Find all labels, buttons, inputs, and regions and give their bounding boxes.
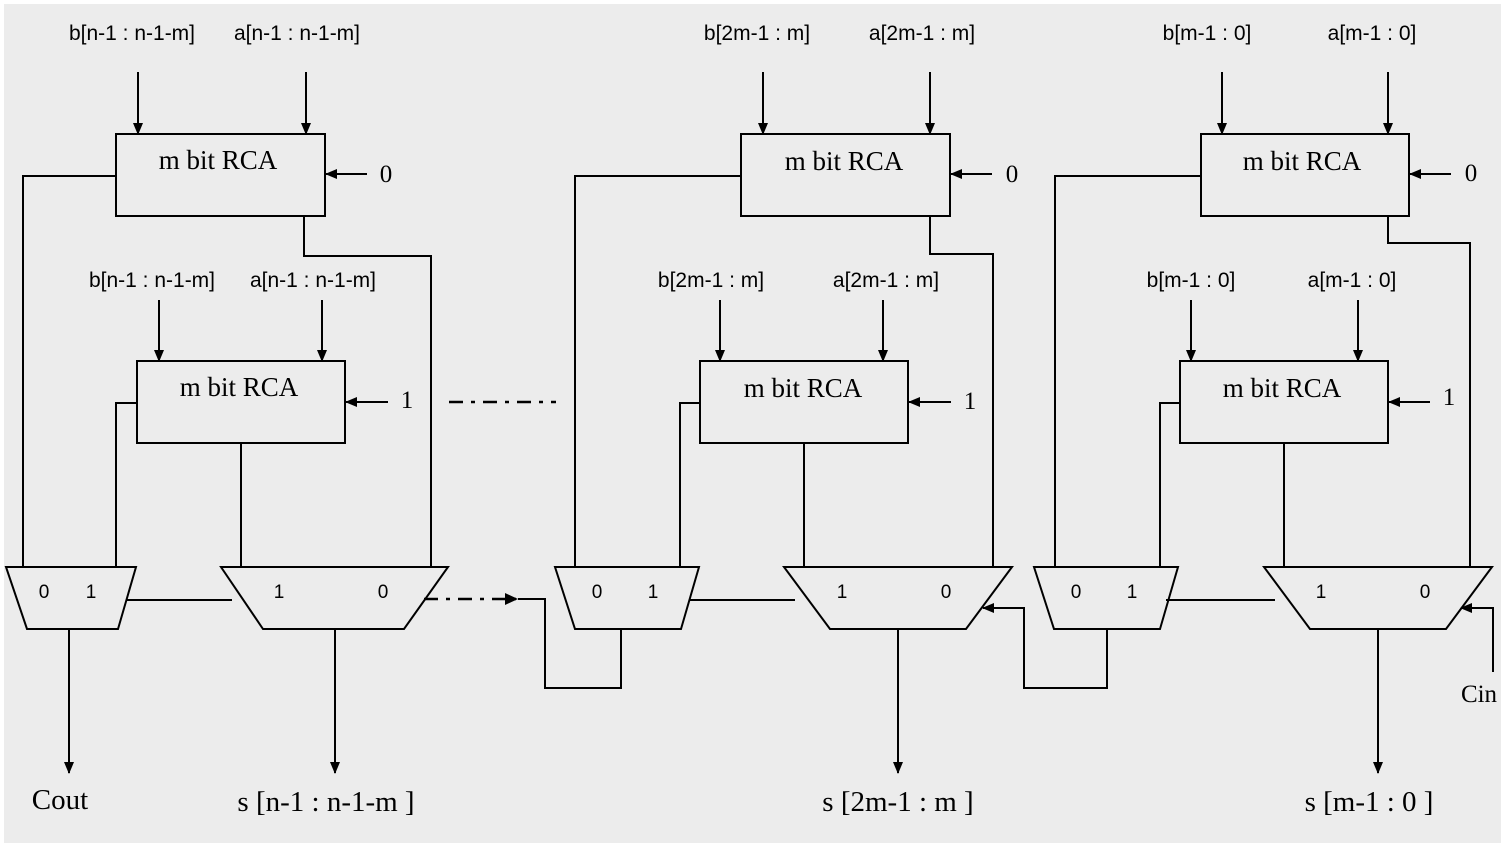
block-middle: b[2m-1 : m] a[2m-1 : m] m bit RCA 0 b[2m…: [518, 22, 1018, 818]
block2-sum-mux-in1: 1: [837, 582, 848, 603]
block3-top-sum-wire: [1387, 216, 1471, 567]
block3-sum-mux: [1262, 566, 1494, 630]
block2-carry-mux: [553, 566, 701, 630]
block2-sum-out-label: s [2m-1 : m ]: [822, 786, 973, 818]
block1-sum-out-label: s [n-1 : n-1-m ]: [237, 786, 414, 818]
block2-top-a-input-label: a[2m-1 : m]: [869, 22, 975, 45]
block3-bottom-b-input-label: b[m-1 : 0]: [1147, 269, 1236, 292]
block2-top-b-input-label: b[2m-1 : m]: [704, 22, 810, 45]
block3-top-b-input-label: b[m-1 : 0]: [1163, 22, 1252, 45]
block1-sum-mux: [219, 566, 450, 630]
block1-sum-mux-in1: 1: [274, 582, 285, 603]
block-msb: b[n-1 : n-1-m] a[n-1 : n-1-m] m bit RCA …: [4, 22, 450, 818]
block1-carry-mux-in0: 0: [39, 582, 50, 603]
block3-top-carry-wire: [1054, 175, 1201, 567]
block2-bottom-rca-box: [699, 360, 909, 444]
block3-bottom-a-input-label: a[m-1 : 0]: [1308, 269, 1397, 292]
block1-carry-mux-in1: 1: [86, 582, 97, 603]
block1-bottom-rca-box: [136, 360, 346, 444]
block1-sum-mux-in0: 0: [378, 582, 389, 603]
block3-top-carry-in-label: 0: [1465, 160, 1478, 187]
block1-bottom-rca-label: m bit RCA: [180, 372, 299, 402]
block2-top-sum-wire: [929, 216, 994, 567]
block1-bottom-carry-in-label: 1: [401, 387, 414, 414]
block2-top-rca-box: [740, 133, 951, 217]
block1-cout-label: Cout: [32, 784, 88, 816]
block1-top-carry-in-label: 0: [380, 161, 393, 188]
block1-bottom-carry-wire: [115, 402, 137, 567]
block3-top-rca-box: [1200, 133, 1410, 217]
block3-bottom-rca-box: [1179, 360, 1389, 444]
block-lsb: b[m-1 : 0] a[m-1 : 0] m bit RCA 0 b[m-1 …: [982, 22, 1498, 818]
block2-carry-mux-in0: 0: [592, 582, 603, 603]
block2-sum-mux-in0: 0: [941, 582, 952, 603]
block1-bottom-b-input-label: b[n-1 : n-1-m]: [89, 269, 215, 292]
block1-top-rca-box: [115, 133, 326, 217]
block1-top-a-input-label: a[n-1 : n-1-m]: [234, 22, 360, 45]
block1-bottom-a-input-label: a[n-1 : n-1-m]: [250, 269, 376, 292]
block1-top-sum-wire: [303, 216, 432, 567]
block3-carry-mux-in1: 1: [1127, 582, 1138, 603]
block2-top-carry-in-label: 0: [1006, 161, 1019, 188]
block3-top-rca-label: m bit RCA: [1243, 146, 1362, 176]
block2-bottom-a-input-label: a[2m-1 : m]: [833, 269, 939, 292]
cin-wire: [1460, 603, 1494, 672]
ellipsis-connector-arrowhead: [505, 593, 518, 605]
block3-sum-mux-in0: 0: [1420, 582, 1431, 603]
block1-top-b-input-label: b[n-1 : n-1-m]: [69, 22, 195, 45]
block2-top-carry-wire: [574, 175, 741, 567]
block3-carry-mux: [1032, 566, 1180, 630]
block3-carry-out-loop: [982, 603, 1108, 689]
block2-top-rca-label: m bit RCA: [785, 146, 904, 176]
block3-bottom-rca-label: m bit RCA: [1223, 373, 1342, 403]
block2-bottom-b-input-label: b[2m-1 : m]: [658, 269, 764, 292]
block2-sum-mux: [782, 566, 1014, 630]
block1-carry-mux: [4, 566, 138, 630]
block3-sum-mux-in1: 1: [1316, 582, 1327, 603]
block2-bottom-rca-label: m bit RCA: [744, 373, 863, 403]
block2-bottom-carry-in-label: 1: [964, 388, 977, 415]
block3-bottom-carry-wire: [1159, 402, 1180, 567]
block1-top-rca-label: m bit RCA: [159, 145, 278, 175]
block3-sum-out-label: s [m-1 : 0 ]: [1305, 786, 1434, 818]
block3-bottom-carry-in-label: 1: [1443, 384, 1456, 411]
block2-carry-mux-in1: 1: [648, 582, 659, 603]
block2-carry-out-loop: [518, 598, 622, 689]
block3-carry-mux-in0: 0: [1071, 582, 1082, 603]
cin-label: Cin: [1461, 681, 1498, 708]
block1-top-carry-wire: [22, 175, 116, 567]
block3-top-a-input-label: a[m-1 : 0]: [1328, 22, 1417, 45]
block2-bottom-carry-wire: [679, 402, 700, 567]
